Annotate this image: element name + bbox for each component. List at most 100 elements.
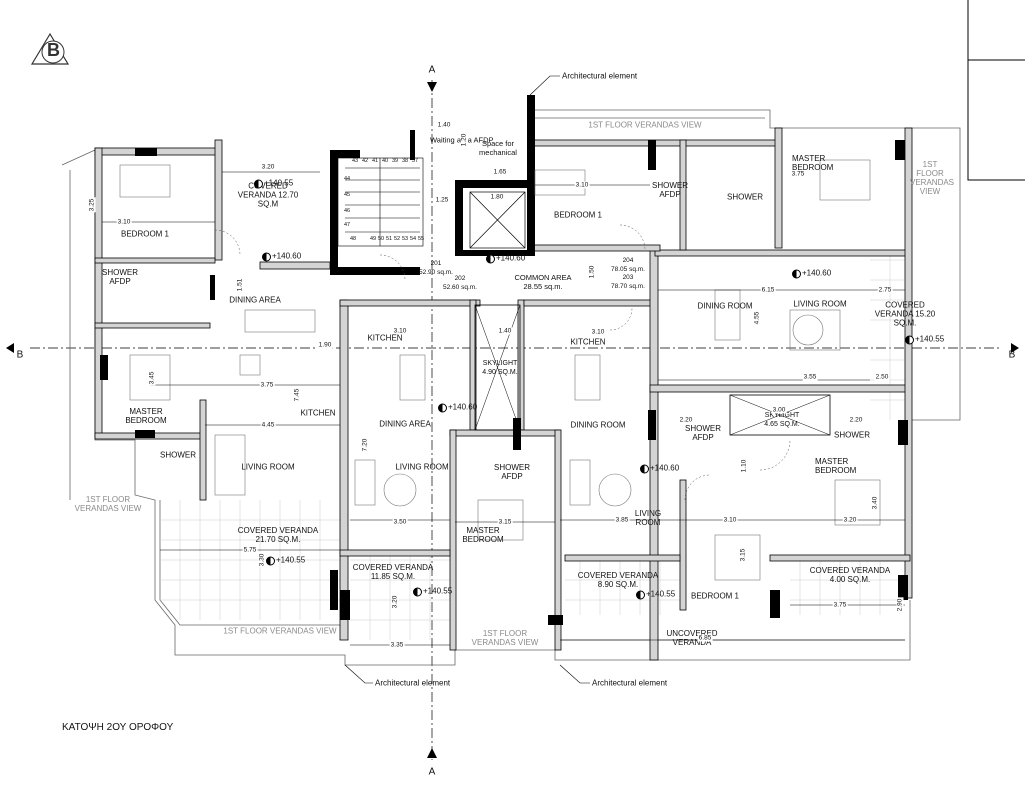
north-arrow-icon: B (28, 30, 72, 73)
dimension: 4.55 (753, 310, 761, 326)
room-dining-area: DINING AREA (379, 419, 431, 429)
section-marker-a-top: A (428, 64, 436, 76)
callout-leaders (344, 75, 590, 684)
dimension: 5.75 (242, 546, 258, 554)
room-shower: SHOWER (727, 192, 763, 202)
skylight-marks (474, 304, 831, 436)
dimension: 3.75 (259, 381, 275, 389)
room-bedroom: BEDROOM 1 (120, 229, 170, 239)
level-marker: +140.60 (262, 252, 301, 262)
dimension: 2.75 (877, 286, 893, 294)
dimension: 3.15 (497, 518, 513, 526)
title-block-frame (967, 0, 1025, 181)
dimension: 3.10 (590, 328, 606, 336)
dimension: 3.20 (260, 163, 276, 171)
dimension: 1.40 (497, 327, 513, 335)
dimension: 2.50 (874, 373, 890, 381)
section-marker-b-left: B (16, 349, 24, 361)
room-dining-room: DINING ROOM (697, 301, 753, 311)
floor-tiles (160, 250, 910, 640)
level-marker: +140.55 (254, 179, 293, 189)
dimension: 3.10 (392, 327, 408, 335)
callout-architectural-element: Architectural element (562, 71, 638, 81)
section-arrows (6, 82, 1019, 758)
section-marker-b-right: B (1008, 349, 1016, 361)
dimension: 3.35 (389, 641, 405, 649)
dimension: 3.50 (392, 518, 408, 526)
dimension: 3.45 (148, 370, 156, 386)
dimension: 2.20 (678, 416, 694, 424)
dimension: 3.20 (391, 594, 399, 610)
dimension: 7.45 (293, 387, 301, 403)
level-marker: +140.60 (438, 403, 477, 413)
section-lines (30, 80, 1000, 760)
room-living-room: LIVING ROOM (241, 462, 295, 472)
dimension: 1.50 (588, 264, 596, 280)
room-shower: SHOWER (834, 430, 870, 440)
room-kitchen: KITCHEN (367, 333, 403, 343)
room-mechanical: Space for mechanical (479, 139, 517, 157)
furniture (119, 159, 881, 581)
level-marker: +140.55 (636, 590, 675, 600)
dimension: 3.20 (842, 516, 858, 524)
dimension: 6.85 (697, 634, 713, 642)
staircase (337, 157, 424, 247)
callout-architectural-element: Architectural element (375, 678, 451, 688)
room-kitchen: KITCHEN (300, 408, 336, 418)
dimension: 3.85 (614, 516, 630, 524)
dimension: 2.90 (896, 597, 904, 613)
room-bedroom: BEDROOM 1 (553, 210, 603, 220)
dimension: 1.40 (436, 121, 452, 129)
dimension: 3.00 (771, 406, 787, 414)
level-marker: +140.60 (486, 254, 525, 264)
level-marker: +140.55 (413, 587, 452, 597)
dimension: 3.55 (802, 373, 818, 381)
dimension: 1.20 (460, 132, 468, 148)
drawing-title: ΚΑΤΟΨΗ 2ΟΥ ΟΡΟΦΟΥ (62, 722, 174, 733)
level-marker: +140.55 (266, 556, 305, 566)
dimension: 3.25 (88, 197, 96, 213)
view-label: 1ST FLOOR VERANDAS VIEW (223, 626, 337, 636)
dimension: 3.15 (739, 547, 747, 563)
elevator-shaft (469, 191, 526, 249)
view-label: 1ST FLOOR VERANDAS VIEW (588, 120, 702, 130)
room-dining-area: DINING AREA (229, 295, 281, 305)
room-bedroom: BEDROOM 1 (690, 591, 740, 601)
dimension: 3.75 (832, 601, 848, 609)
room-shower: SHOWER (160, 450, 196, 460)
room-dining-room: DINING ROOM (570, 420, 626, 430)
columns (100, 95, 908, 625)
room-kitchen: KITCHEN (570, 337, 606, 347)
dimension: 1.25 (434, 196, 450, 204)
dimension: 3.10 (574, 181, 590, 189)
dimension: 1.65 (492, 168, 508, 176)
dimension: 7.20 (361, 437, 369, 453)
